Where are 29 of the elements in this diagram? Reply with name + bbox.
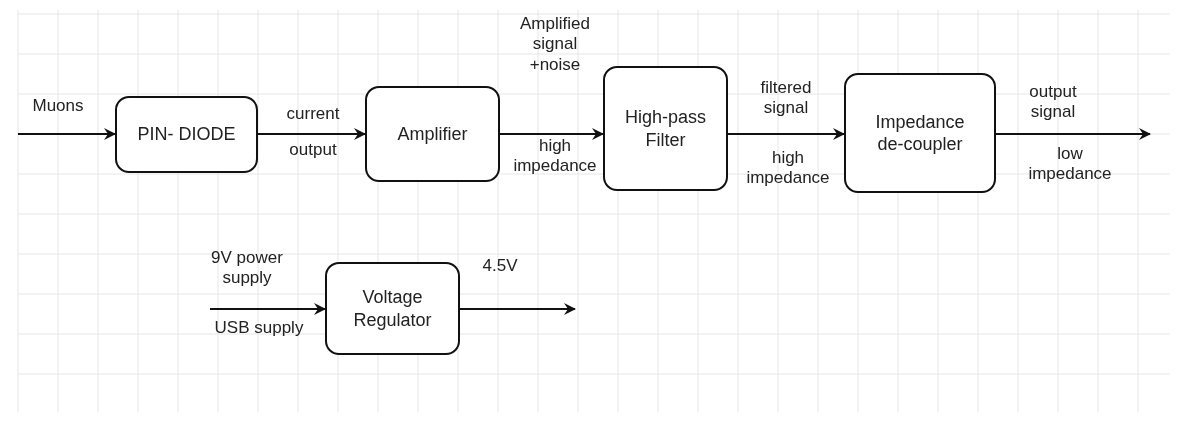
arrow xyxy=(459,303,576,315)
process-box xyxy=(325,262,460,355)
signal-label: low impedance xyxy=(1027,144,1113,185)
process-box xyxy=(603,66,728,191)
arrow xyxy=(995,128,1151,140)
signal-label: high impedance xyxy=(512,136,598,177)
arrow xyxy=(209,303,326,315)
box-label: Voltage Regulator xyxy=(352,286,433,331)
process-box xyxy=(115,96,258,173)
box-label: High-pass Filter xyxy=(623,106,707,151)
edge-label: filtered signal xyxy=(759,78,813,119)
signal-label: USB supply xyxy=(213,318,305,339)
edge-label: current xyxy=(285,104,341,125)
edge-label: 4.5V xyxy=(481,256,519,277)
arrow xyxy=(257,128,366,140)
edge-label: 9V power supply xyxy=(210,248,284,289)
box-label: PIN- DIODE xyxy=(137,123,236,146)
arrow xyxy=(499,128,604,140)
signal-label: output xyxy=(288,140,338,161)
edge-label: Amplified signal +noise xyxy=(519,14,591,76)
box-label: Amplifier xyxy=(397,122,468,146)
arrow xyxy=(17,128,116,140)
edge-label: Muons xyxy=(31,96,85,117)
process-box xyxy=(365,86,500,182)
process-box xyxy=(844,73,996,193)
signal-label: high impedance xyxy=(745,148,831,189)
box-label: Impedance de-coupler xyxy=(874,110,966,156)
edge-label: output signal xyxy=(1028,82,1078,123)
arrow xyxy=(727,128,845,140)
